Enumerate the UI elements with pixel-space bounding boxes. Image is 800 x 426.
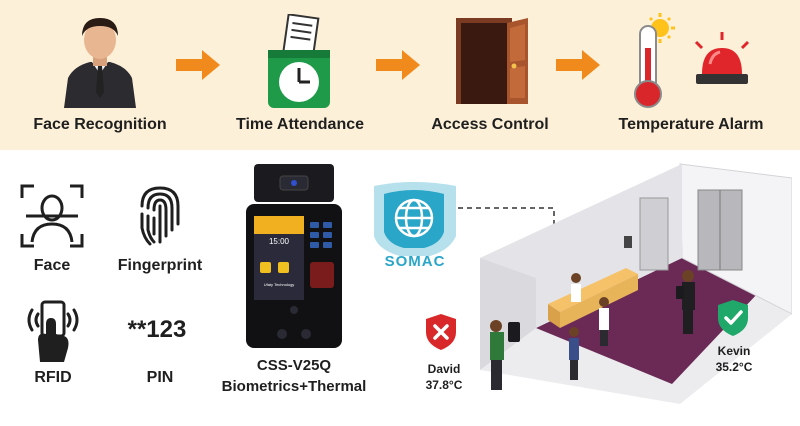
- elevator: [697, 189, 743, 271]
- somac-logo: [374, 182, 456, 256]
- alarm-light-icon: [694, 32, 750, 84]
- fingerprint-icon: [140, 186, 180, 246]
- flow-arrow-3: [556, 50, 600, 80]
- face-scan-icon: [20, 184, 84, 248]
- person-figures: [490, 270, 695, 390]
- thermometer-alarm-icon: [634, 13, 750, 108]
- step-label-face-recognition: Face Recognition: [33, 116, 167, 133]
- device-subtitle: Biometrics+Thermal: [221, 378, 367, 395]
- visitor-temp-david: 37.8°C: [425, 378, 463, 392]
- pin-code-icon: **123: [127, 316, 187, 343]
- css-v25q-terminal: 15:00 Ufaty Technology: [246, 164, 342, 348]
- device-screen-time: 15:00: [269, 237, 290, 246]
- sun-icon: [645, 13, 675, 43]
- time-card-clock-icon: [268, 14, 330, 108]
- flow-arrow-2: [376, 50, 420, 80]
- lobby-illustration: [480, 163, 792, 404]
- access-granted-shield-icon: [718, 300, 748, 336]
- rfid-card-icon: [27, 300, 79, 362]
- visitor-name-david: David: [427, 362, 461, 376]
- visitor-temp-kevin: 35.2°C: [715, 360, 753, 374]
- device-screen-footer: Ufaty Technology: [264, 282, 295, 287]
- globe-icon: [394, 198, 434, 238]
- visitor-name-kevin: Kevin: [717, 344, 751, 358]
- somac-wordmark: SOMAC: [384, 253, 446, 270]
- person-icon: [64, 18, 136, 108]
- mode-label-fingerprint: Fingerprint: [117, 257, 203, 274]
- access-denied-shield-icon: [426, 314, 456, 350]
- step-label-time-attendance: Time Attendance: [235, 116, 365, 133]
- step-label-temperature-alarm: Temperature Alarm: [618, 116, 764, 133]
- step-label-access-control: Access Control: [431, 116, 549, 133]
- mode-label-pin: PIN: [146, 369, 174, 386]
- open-door-icon: [456, 18, 528, 104]
- flow-arrow-1: [176, 50, 220, 80]
- mode-label-rfid: RFID: [34, 369, 72, 386]
- device-model: CSS-V25Q: [256, 357, 332, 374]
- mode-label-face: Face: [33, 257, 71, 274]
- workflow-banner: Face Recognition Time Attendance Access …: [0, 0, 800, 150]
